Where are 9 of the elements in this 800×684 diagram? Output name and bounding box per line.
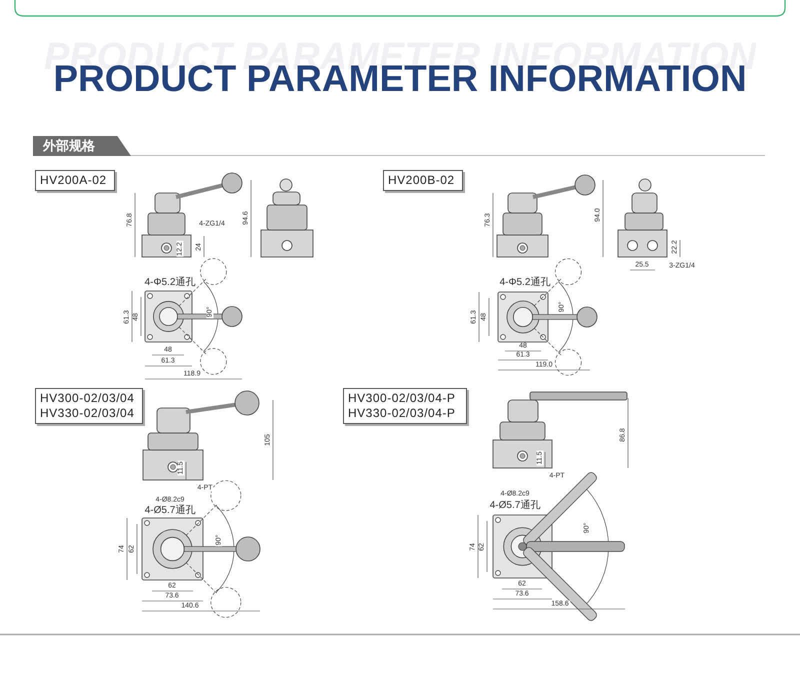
model-label-box: HV300-02/03/04-P HV330-02/03/04-P — [343, 388, 467, 424]
dimension-label: 4-Φ5.2通孔 — [498, 278, 552, 288]
model-label-box: HV300-02/03/04 HV330-02/03/04 — [35, 388, 143, 424]
model-label-box: HV200B-02 — [383, 170, 463, 191]
dimension-label: 4-Ø5.7通孔 — [144, 506, 196, 516]
model-label-box: HV200A-02 — [35, 170, 115, 191]
section-tab: 外部规格 — [33, 136, 131, 156]
dimension-label: 4-Φ5.2通孔 — [144, 278, 196, 288]
dimension-label: 4-Ø5.7通孔 — [488, 501, 542, 511]
